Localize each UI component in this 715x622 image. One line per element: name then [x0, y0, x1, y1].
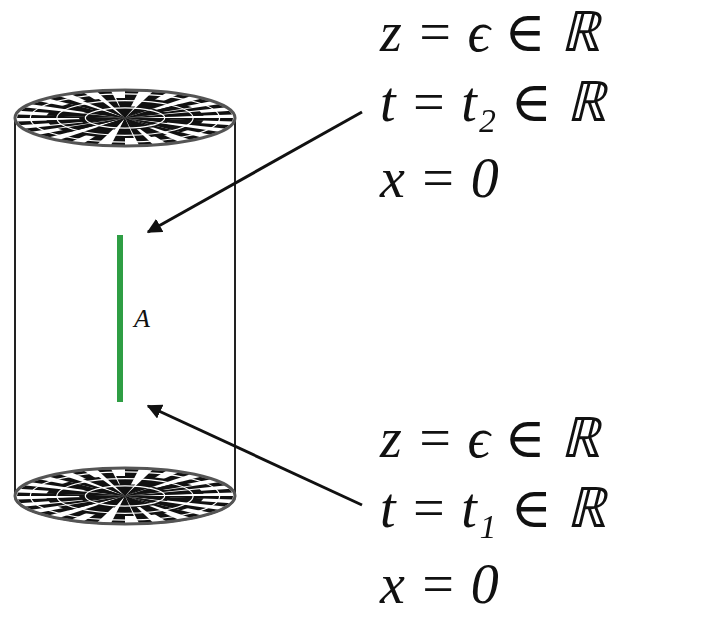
cylinder-side	[234, 118, 236, 496]
cylinder-side	[14, 118, 16, 496]
coordinate-label: x = 0	[380, 150, 499, 206]
coordinate-label: z = ϵ ∈ ℝ	[380, 4, 600, 60]
coordinate-label: t = t₂ ∈ ℝ	[380, 74, 606, 130]
leader-arrow	[148, 112, 362, 232]
disk-rim	[15, 90, 235, 146]
coordinate-label: z = ϵ ∈ ℝ	[380, 410, 600, 466]
disk-rim	[15, 468, 235, 524]
hyperbolic-disk	[15, 468, 235, 524]
region-label: A	[134, 306, 150, 332]
leader-arrow	[148, 406, 362, 505]
boundary-interval	[117, 235, 123, 402]
hyperbolic-disk	[15, 90, 235, 146]
coordinate-label: t = t₁ ∈ ℝ	[380, 480, 606, 536]
coordinate-label: x = 0	[380, 556, 499, 612]
